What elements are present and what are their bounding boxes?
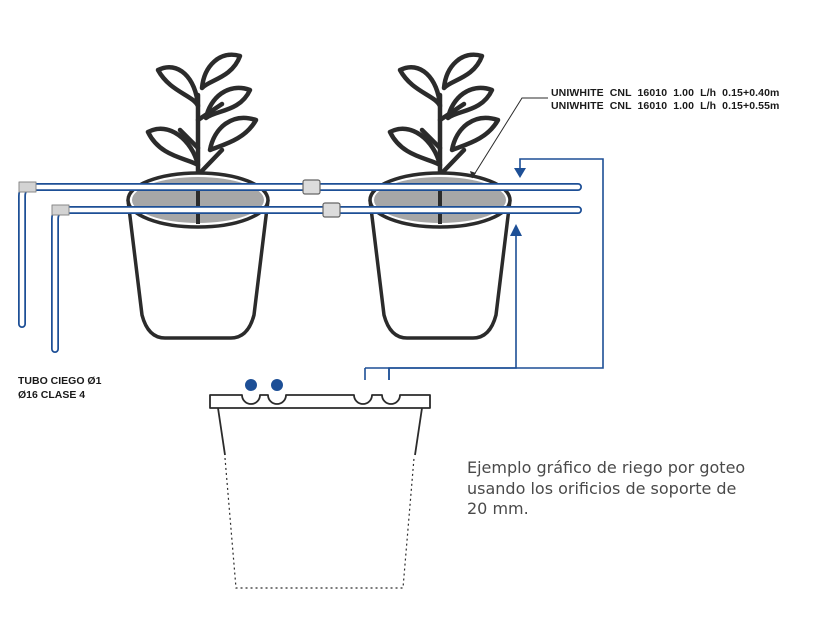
drip-pipe-upper [18, 181, 582, 328]
leaf-icon [445, 85, 495, 121]
caption-line-1: Ejemplo gráfico de riego por goteo [467, 458, 746, 477]
hole-dot [245, 379, 257, 391]
leaf-icon [145, 126, 201, 168]
arrow-down-icon [514, 168, 526, 178]
caption-line-2: usando los orificios de soporte de [467, 478, 737, 498]
blind-pipe-label-2: Ø16 CLASE 4 [18, 389, 86, 401]
caption: Ejemplo gráfico de riego por goteo usand… [467, 458, 797, 520]
drip-pipe-lower [51, 204, 582, 353]
leader-arrowhead [470, 171, 476, 178]
leaf-icon [203, 85, 253, 121]
leaf-icon [387, 126, 443, 168]
plant-left [145, 52, 259, 228]
dripper-spec-label-1: UNIWHITE CNL 16010 1.00 L/h 0.15+0.40m [551, 87, 780, 99]
leader-line [471, 97, 548, 179]
flow-path-outer [388, 158, 604, 380]
elbow-fitting [18, 181, 37, 193]
pot-right [368, 171, 512, 340]
blind-pipe-label-1: TUBO CIEGO Ø1 [18, 375, 102, 387]
hole-dot [271, 379, 283, 391]
leaf-icon [449, 115, 501, 153]
arrow-up-icon [510, 224, 522, 236]
leaf-icon [199, 52, 243, 91]
flow-path-inner [364, 232, 517, 380]
pot-left [126, 171, 270, 340]
pipe-connector [302, 179, 321, 195]
pot-side-view [209, 379, 431, 589]
caption-line-3: 20 mm. [467, 499, 529, 518]
elbow-fitting [51, 204, 70, 216]
leaf-icon [155, 65, 201, 109]
pipe-connector [322, 202, 341, 218]
leaf-icon [207, 115, 259, 153]
dripper-spec-label-2: UNIWHITE CNL 16010 1.00 L/h 0.15+0.55m [551, 100, 780, 112]
leaf-icon [441, 52, 485, 91]
leaf-icon [397, 65, 443, 109]
